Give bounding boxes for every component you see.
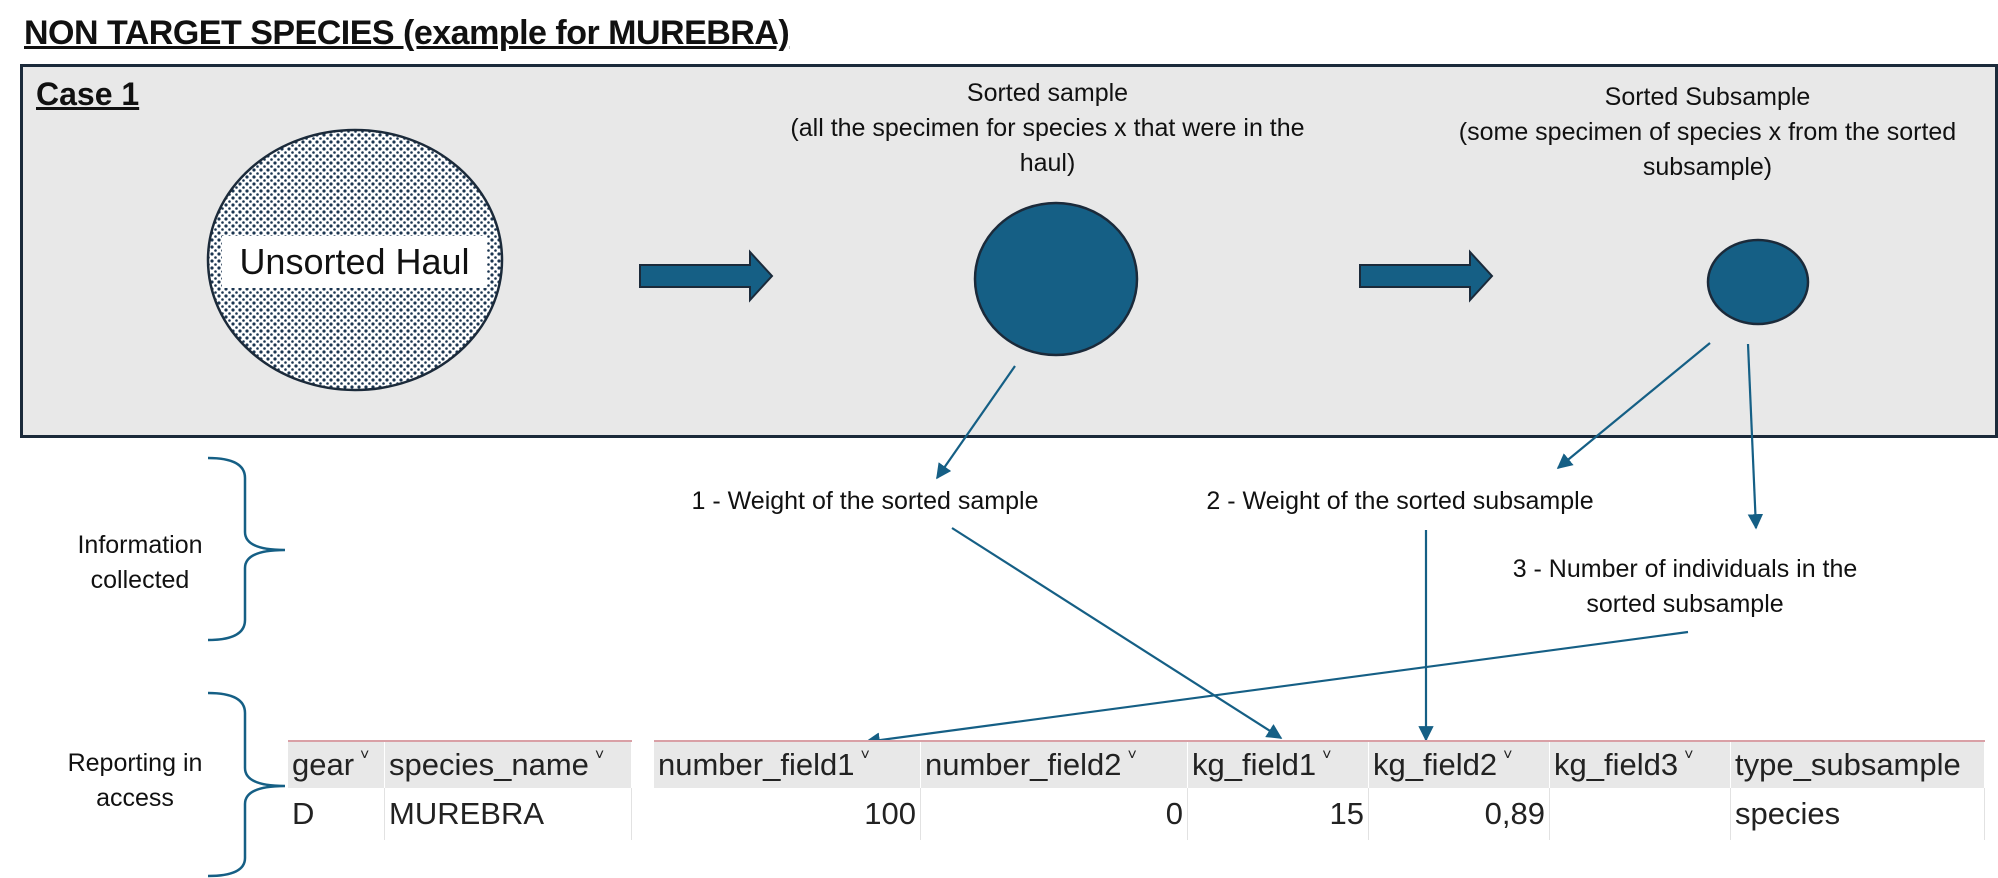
column-header-kg-field2[interactable]: kg_field2˅ bbox=[1368, 740, 1550, 788]
information-collected-label: Information collected bbox=[77, 531, 203, 594]
sorted-subsample-label: Sorted Subsample (some specimen of speci… bbox=[1450, 80, 1965, 185]
access-table-right: number_field1˅ number_field2˅ kg_field1˅… bbox=[654, 740, 1985, 840]
cell-number-field2[interactable]: 0 bbox=[920, 788, 1188, 840]
access-table-left: gear˅ species_name˅ D MUREBRA bbox=[288, 740, 632, 840]
cell-type-subsample[interactable]: species bbox=[1730, 788, 1985, 840]
column-header-number-field1[interactable]: number_field1˅ bbox=[654, 740, 921, 788]
info-item-2: 2 - Weight of the sorted subsample bbox=[1206, 487, 1594, 515]
page-title: NON TARGET SPECIES (example for MUREBRA) bbox=[24, 14, 790, 52]
column-header-kg-field1[interactable]: kg_field1˅ bbox=[1187, 740, 1369, 788]
column-header-number-field2[interactable]: number_field2˅ bbox=[920, 740, 1188, 788]
table-header-row: number_field1˅ number_field2˅ kg_field1˅… bbox=[654, 740, 1985, 788]
reporting-in-access-label: Reporting in access bbox=[67, 749, 203, 812]
sorted-sample-circle bbox=[973, 201, 1139, 357]
arrow-sample-to-weight bbox=[936, 365, 1016, 480]
flow-arrow-2 bbox=[1359, 249, 1494, 303]
arrow-subsample-to-count bbox=[1746, 343, 1764, 530]
cell-number-field1[interactable]: 100 bbox=[654, 788, 921, 840]
case-label: Case 1 bbox=[36, 76, 140, 112]
info-item-3: 3 - Number of individuals in the sorted … bbox=[1512, 555, 1858, 618]
table-header-row: gear˅ species_name˅ bbox=[288, 740, 632, 788]
cell-kg-field3[interactable] bbox=[1549, 788, 1731, 840]
sorted-sample-title: Sorted sample bbox=[966, 79, 1129, 107]
sorted-subsample-description: (some specimen of species x from the sor… bbox=[1458, 118, 1957, 181]
cell-gear[interactable]: D bbox=[288, 788, 385, 840]
column-header-kg-field3[interactable]: kg_field3˅ bbox=[1549, 740, 1731, 788]
cell-kg-field2[interactable]: 0,89 bbox=[1368, 788, 1550, 840]
info-brace bbox=[207, 456, 286, 642]
arrow-subsample-to-weight bbox=[1556, 342, 1711, 469]
sorted-sample-label: Sorted sample (all the specimen for spec… bbox=[770, 76, 1325, 181]
column-header-species-name[interactable]: species_name˅ bbox=[384, 740, 632, 788]
cell-species-name[interactable]: MUREBRA bbox=[384, 788, 632, 840]
table-row: D MUREBRA bbox=[288, 788, 632, 840]
sorted-subsample-title: Sorted Subsample bbox=[1604, 83, 1811, 111]
arrow-weight1-to-kgfield1 bbox=[951, 527, 1283, 739]
reporting-brace bbox=[207, 691, 286, 878]
column-header-gear[interactable]: gear˅ bbox=[288, 740, 385, 788]
sorted-sample-description: (all the specimen for species x that wer… bbox=[790, 114, 1305, 177]
cell-kg-field1[interactable]: 15 bbox=[1187, 788, 1369, 840]
sorted-subsample-circle bbox=[1706, 238, 1810, 326]
arrow-count-to-numberfield1 bbox=[864, 630, 1689, 748]
unsorted-haul-label: Unsorted Haul bbox=[222, 236, 487, 288]
flow-arrow-1 bbox=[639, 249, 774, 303]
column-header-type-subsample[interactable]: type_subsample bbox=[1730, 740, 1985, 788]
table-row: 100 0 15 0,89 species bbox=[654, 788, 1985, 840]
info-item-1: 1 - Weight of the sorted sample bbox=[691, 487, 1039, 515]
